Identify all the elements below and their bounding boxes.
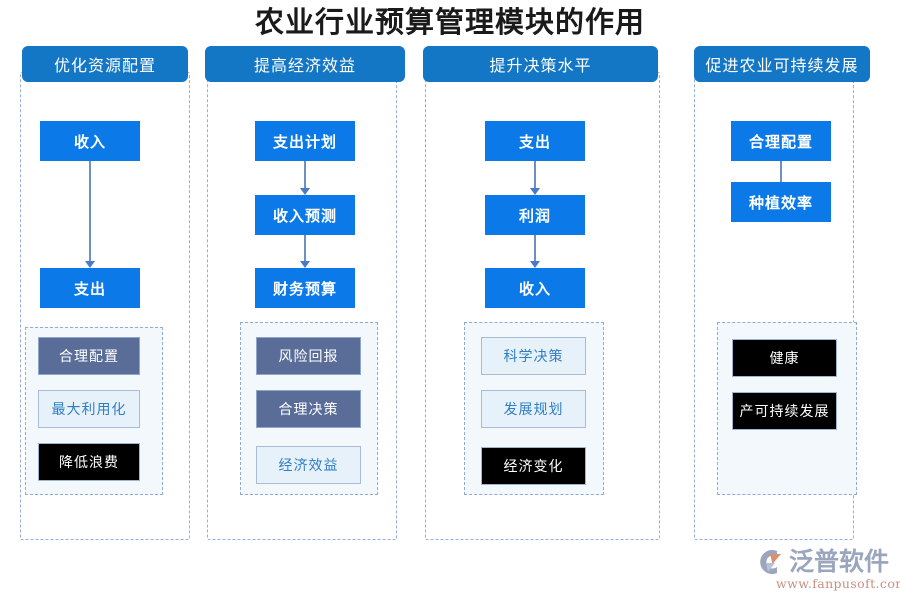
process-box-4-1[interactable]: 合理配置 <box>731 121 831 161</box>
brand-name: 泛普软件 <box>789 547 890 576</box>
tag-3-1[interactable]: 科学决策 <box>481 337 586 375</box>
tag-4-1[interactable]: 健康 <box>732 339 837 377</box>
column-header-3[interactable]: 提升决策水平 <box>423 46 658 82</box>
tag-1-2[interactable]: 最大利用化 <box>38 390 140 428</box>
arrow-1-1 <box>84 161 96 268</box>
arrow-2-1 <box>299 161 311 195</box>
process-box-2-1[interactable]: 支出计划 <box>255 121 355 161</box>
brand-logo: 泛普软件 www.fanpusoft.com <box>756 546 900 594</box>
arrow-3-2 <box>529 235 541 268</box>
tag-1-3[interactable]: 降低浪费 <box>38 443 140 481</box>
process-box-4-2[interactable]: 种植效率 <box>731 182 831 222</box>
column-header-4[interactable]: 促进农业可持续发展 <box>694 46 870 82</box>
process-box-3-1[interactable]: 支出 <box>485 121 585 161</box>
process-box-3-3[interactable]: 收入 <box>485 268 585 308</box>
column-header-2[interactable]: 提高经济效益 <box>205 46 405 82</box>
tag-2-1[interactable]: 风险回报 <box>256 337 361 375</box>
process-box-1-1[interactable]: 收入 <box>40 121 140 161</box>
brand-url: www.fanpusoft.com <box>776 576 900 591</box>
tag-3-3[interactable]: 经济变化 <box>481 447 586 485</box>
process-box-3-2[interactable]: 利润 <box>485 195 585 235</box>
process-box-1-2[interactable]: 支出 <box>40 268 140 308</box>
process-box-2-2[interactable]: 收入预测 <box>255 195 355 235</box>
fanpu-logo-icon <box>760 550 781 574</box>
tag-1-1[interactable]: 合理配置 <box>38 337 140 375</box>
arrow-3-1 <box>529 161 541 195</box>
tag-2-2[interactable]: 合理决策 <box>256 390 361 428</box>
tag-2-3[interactable]: 经济效益 <box>256 446 361 484</box>
arrow-2-2 <box>299 235 311 268</box>
tag-4-2[interactable]: 产可持续发展 <box>732 392 837 430</box>
column-header-1[interactable]: 优化资源配置 <box>22 46 188 82</box>
process-box-2-3[interactable]: 财务预算 <box>255 268 355 308</box>
page-title: 农业行业预算管理模块的作用 <box>254 5 645 39</box>
tag-3-2[interactable]: 发展规划 <box>481 390 586 428</box>
